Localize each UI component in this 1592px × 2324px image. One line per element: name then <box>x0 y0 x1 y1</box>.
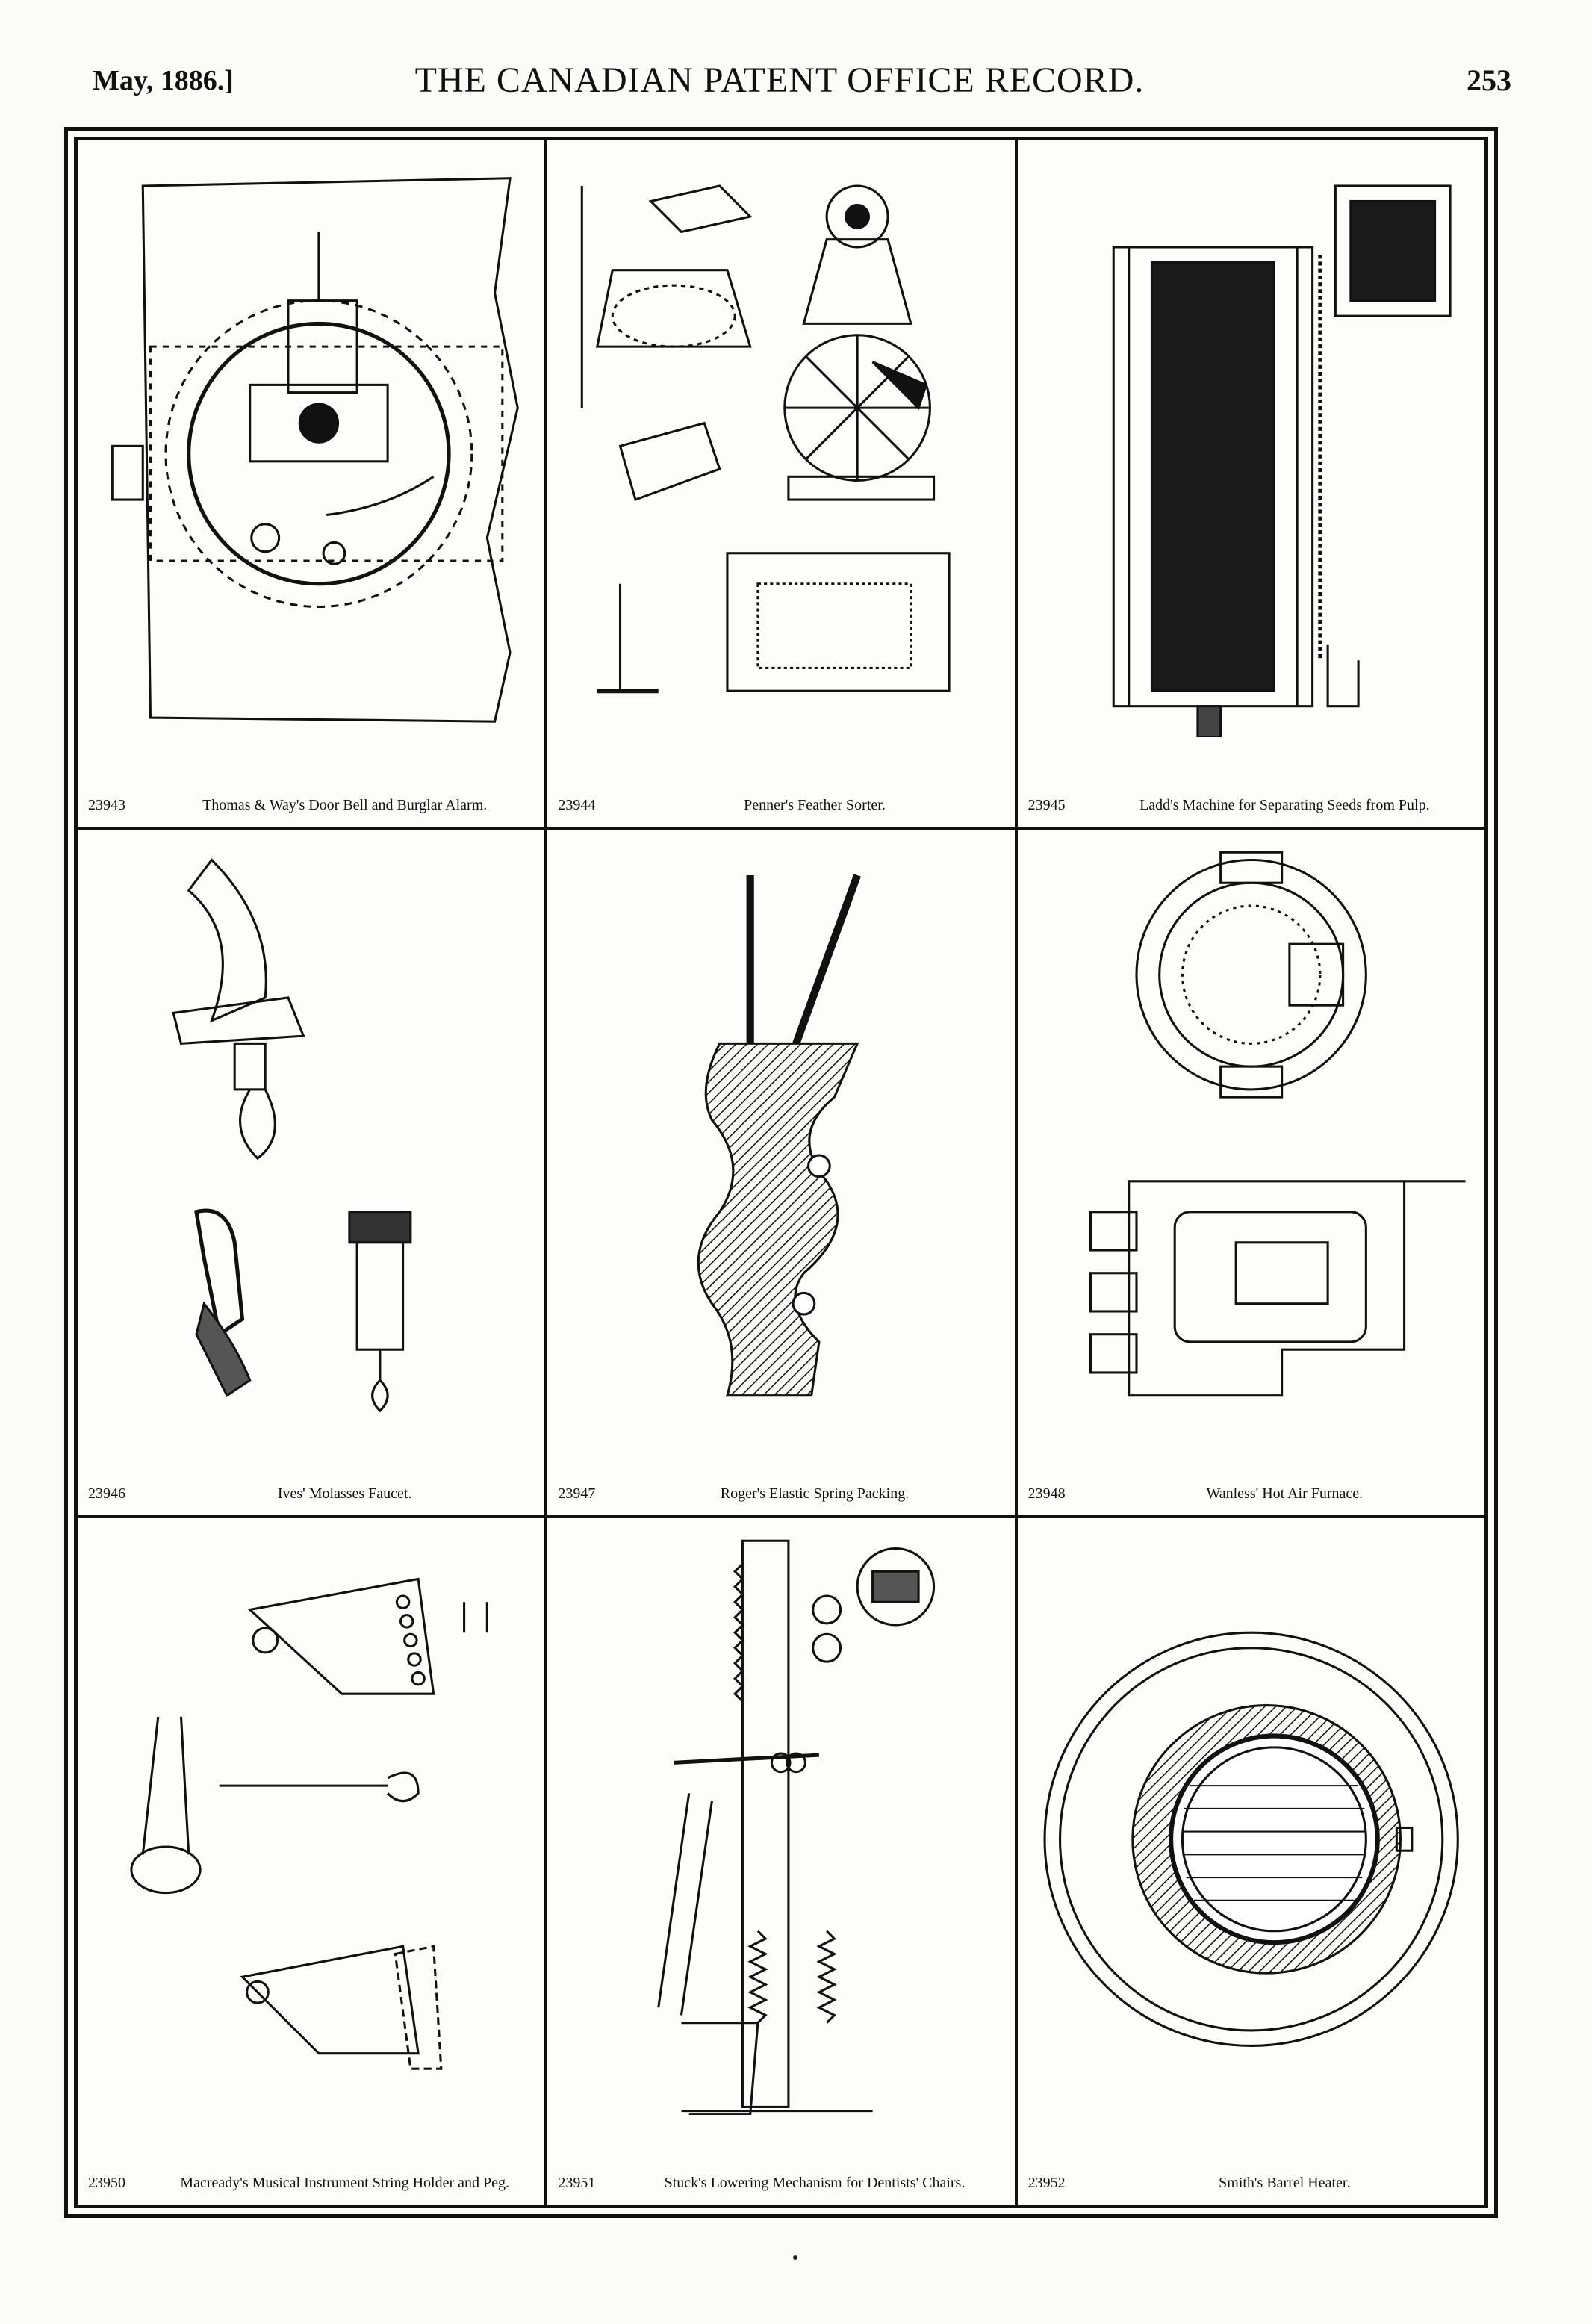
patent-cell-23946: 23946 Ives' Molasses Faucet. <box>76 827 547 1517</box>
patent-number: 23944 <box>558 796 596 813</box>
patent-title: Ives' Molasses Faucet. <box>277 1485 412 1503</box>
patent-number: 23952 <box>1027 2175 1066 2191</box>
footer-mark <box>793 2255 797 2260</box>
patent-cell-23948: 23948 Wanless' Hot Air Furnace. <box>1016 827 1486 1517</box>
patent-title: Wanless' Hot Air Furnace. <box>1206 1485 1364 1503</box>
patent-cell-23944: 23944 Penner's Feather Sorter. <box>546 139 1016 828</box>
patent-title: Ladd's Machine for Separating Seeds from… <box>1139 796 1430 813</box>
patent-caption: 23944 Penner's Feather Sorter. <box>558 795 1004 815</box>
patent-cell-23952: 23952 Smith's Barrel Heater. <box>1016 1517 1486 2206</box>
patent-caption: 23943 Thomas & Way's Door Bell and Burgl… <box>88 795 534 815</box>
page-number: 253 <box>1467 63 1511 97</box>
patent-number: 23943 <box>88 796 125 813</box>
barrel-heater-illustration <box>1043 1631 1459 2048</box>
spring-packing-illustration <box>697 873 862 1396</box>
patent-caption: 23951 Stuck's Lowering Mechanism for Den… <box>558 2173 1004 2193</box>
page-header: May, 1886.] THE CANADIAN PATENT OFFICE R… <box>48 60 1511 112</box>
patent-title: Macready's Musical Instrument String Hol… <box>180 2175 510 2191</box>
patent-cell-23943: 23943 Thomas & Way's Door Bell and Burgl… <box>76 139 547 828</box>
patent-number: 23945 <box>1027 796 1066 813</box>
patent-title: Stuck's Lowering Mechanism for Dentists'… <box>664 2175 966 2191</box>
patent-grid: 23943 Thomas & Way's Door Bell and Burgl… <box>74 137 1488 2208</box>
lowering-mechanism-illustration <box>657 1540 936 2115</box>
patent-title: Smith's Barrel Heater. <box>1219 2175 1351 2191</box>
patent-caption: 23952 Smith's Barrel Heater. <box>1028 2173 1474 2193</box>
patent-number: 23946 <box>88 1485 125 1503</box>
molasses-faucet-illustration <box>172 857 412 1413</box>
issue-date: May, 1886.] <box>93 65 234 96</box>
patent-caption: 23946 Ives' Molasses Faucet. <box>88 1484 534 1503</box>
patent-title: Thomas & Way's Door Bell and Burglar Ala… <box>202 796 488 813</box>
patent-title: Penner's Feather Sorter. <box>744 796 886 813</box>
patent-number: 23950 <box>88 2175 125 2191</box>
patent-number: 23947 <box>558 1485 596 1503</box>
door-bell-illustration <box>111 177 519 723</box>
seed-separator-illustration <box>1112 184 1452 737</box>
patent-cell-23950: 23950 Macready's Musical Instrument Stri… <box>76 1517 547 2206</box>
patent-cell-23945: 23945 Ladd's Machine for Separating Seed… <box>1016 139 1486 828</box>
feather-sorter-illustration <box>581 184 951 694</box>
patent-caption: 23945 Ladd's Machine for Separating Seed… <box>1028 795 1474 815</box>
patent-caption: 23947 Roger's Elastic Spring Packing. <box>558 1484 1004 1503</box>
patent-number: 23951 <box>558 2175 596 2191</box>
hot-air-furnace-illustration <box>1089 851 1466 1396</box>
patent-caption: 23948 Wanless' Hot Air Furnace. <box>1028 1484 1474 1503</box>
patent-number: 23948 <box>1027 1485 1066 1503</box>
patent-cell-23947: 23947 Roger's Elastic Spring Packing. <box>546 827 1016 1517</box>
patent-caption: 23950 Macready's Musical Instrument Stri… <box>88 2173 534 2193</box>
patent-cell-23951: 23951 Stuck's Lowering Mechanism for Den… <box>546 1517 1016 2206</box>
patent-title: Roger's Elastic Spring Packing. <box>720 1485 910 1503</box>
string-holder-illustration <box>130 1578 488 2071</box>
plate-frame: 23943 Thomas & Way's Door Bell and Burgl… <box>64 127 1498 2218</box>
journal-title: THE CANADIAN PATENT OFFICE RECORD. <box>414 60 1145 100</box>
